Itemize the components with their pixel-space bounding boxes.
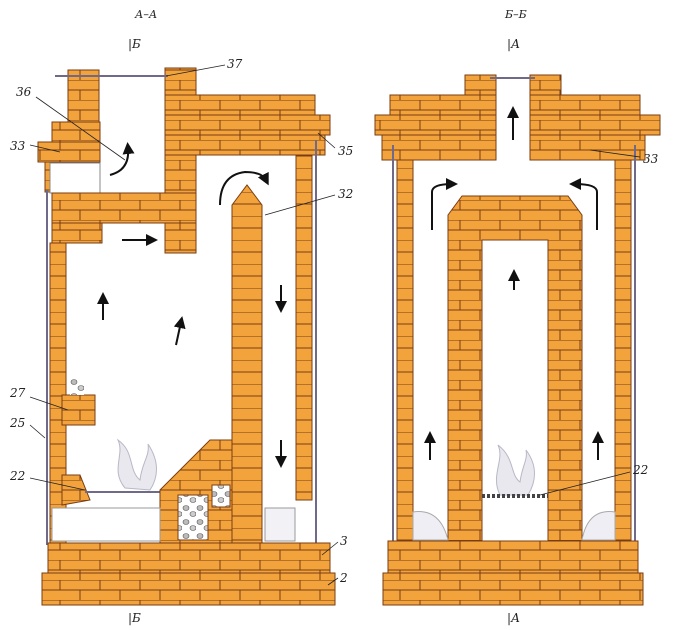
label-22: 22 [9, 469, 25, 483]
firebox-ceiling-step [51, 222, 103, 244]
cap-right-1 [164, 94, 316, 116]
label-2: 2 [339, 571, 348, 585]
label-37: 37 [227, 57, 243, 71]
ash-pit [51, 507, 161, 542]
outer-wall-right [614, 159, 632, 543]
cut-mark-bottom: |А [507, 611, 520, 625]
flame-icon [116, 438, 157, 491]
label-36: 36 [16, 85, 32, 99]
leader [264, 194, 336, 216]
cleanout-door [49, 162, 101, 194]
flow-arrow [569, 178, 598, 230]
fill-27 [70, 378, 84, 395]
leader [29, 477, 86, 491]
ledge-22 [61, 474, 91, 506]
base-2 [382, 572, 644, 606]
outer-wall-left [396, 159, 414, 543]
leader [29, 396, 69, 411]
leader [29, 144, 61, 153]
rubble-fill-2 [211, 484, 231, 508]
flow-arrow [219, 170, 269, 206]
flame-icon [495, 444, 535, 496]
label-3: 3 [340, 534, 348, 548]
outer-wall-right [295, 154, 313, 501]
rubble-fill [177, 494, 209, 541]
cap-left-3 [381, 134, 497, 161]
leader [29, 424, 46, 439]
leader [589, 149, 641, 158]
cap-right-1 [529, 94, 641, 116]
cap-right-3 [164, 134, 326, 156]
label-33: 33 [643, 152, 659, 166]
cut-mark-bottom: |Б [128, 611, 141, 625]
cap-left-2 [37, 141, 101, 163]
label-27: 27 [9, 386, 26, 400]
leader [35, 96, 126, 161]
cleanout-right [581, 511, 616, 541]
section-b-b: Б–Б |А |А 33 22 [374, 8, 661, 625]
leader [321, 541, 339, 556]
label-35: 35 [338, 144, 353, 158]
cap-right-2 [529, 114, 661, 136]
partition-32 [231, 184, 263, 546]
base-3 [387, 540, 639, 574]
cleanout-bottom [264, 507, 296, 542]
leader [327, 577, 339, 586]
cut-mark-top: |А [507, 37, 520, 51]
cleanout-left [412, 511, 449, 541]
section-a-a: А–А |Б |Б [9, 8, 353, 625]
leader [165, 64, 226, 77]
label-32: 32 [338, 187, 353, 201]
label-33: 33 [10, 139, 26, 153]
firebox-ceiling [51, 192, 197, 224]
flow-arrow [109, 142, 135, 176]
label-22: 22 [632, 463, 648, 477]
section-title: А–А [134, 8, 157, 21]
base-2 [41, 572, 336, 606]
cap-left-1 [389, 94, 497, 116]
leader [539, 471, 631, 496]
leader [317, 132, 336, 149]
cap-right-3 [529, 134, 646, 161]
base-3 [47, 542, 331, 574]
flow-arrow [173, 316, 186, 346]
cap-left-2 [374, 114, 497, 136]
label-25: 25 [9, 416, 25, 430]
cap-right-2 [164, 114, 331, 136]
cut-mark-top: |Б [128, 37, 141, 51]
chimney-wall-left [67, 69, 100, 131]
flow-arrow [431, 178, 458, 230]
section-title: Б–Б [504, 8, 527, 21]
